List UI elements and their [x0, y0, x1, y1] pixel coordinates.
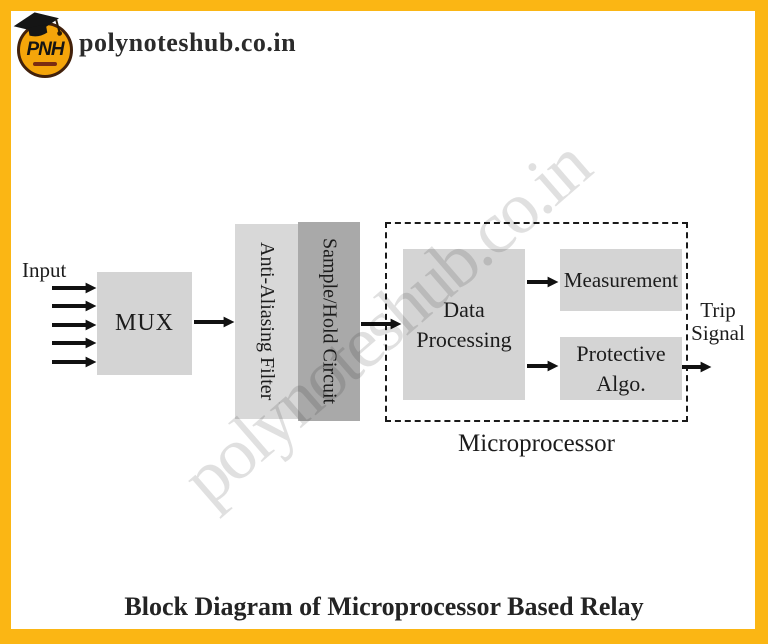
anti-aliasing-filter-block: Anti-Aliasing Filter — [235, 224, 298, 419]
anti-aliasing-filter-label: Anti-Aliasing Filter — [256, 242, 278, 401]
sample-hold-circuit-label: Sample/Hold Circuit — [318, 238, 341, 405]
input-label: Input — [22, 258, 67, 282]
data-processing-block: Data Processing — [403, 249, 525, 400]
measurement-label: Measurement — [563, 267, 679, 292]
sample-hold-circuit-block: Sample/Hold Circuit — [298, 222, 360, 421]
graduation-cap-icon — [13, 12, 63, 37]
microprocessor-label: Microprocessor — [458, 430, 615, 457]
logo-text: PNH — [26, 39, 64, 60]
logo-tagline-bar — [33, 62, 57, 66]
mux-block: MUX — [97, 272, 192, 375]
diagram-caption: Block Diagram of Microprocessor Based Re… — [124, 592, 644, 621]
protective-algo-block: Protective Algo. — [560, 337, 682, 400]
protective-algo-label: Protective Algo. — [576, 340, 666, 396]
mux-label: MUX — [114, 310, 174, 337]
trip-signal-label: Trip Signal — [691, 298, 745, 345]
measurement-block: Measurement — [560, 249, 682, 311]
data-processing-label: Data Processing — [416, 296, 512, 352]
site-name: polynoteshub.co.in — [79, 28, 297, 57]
